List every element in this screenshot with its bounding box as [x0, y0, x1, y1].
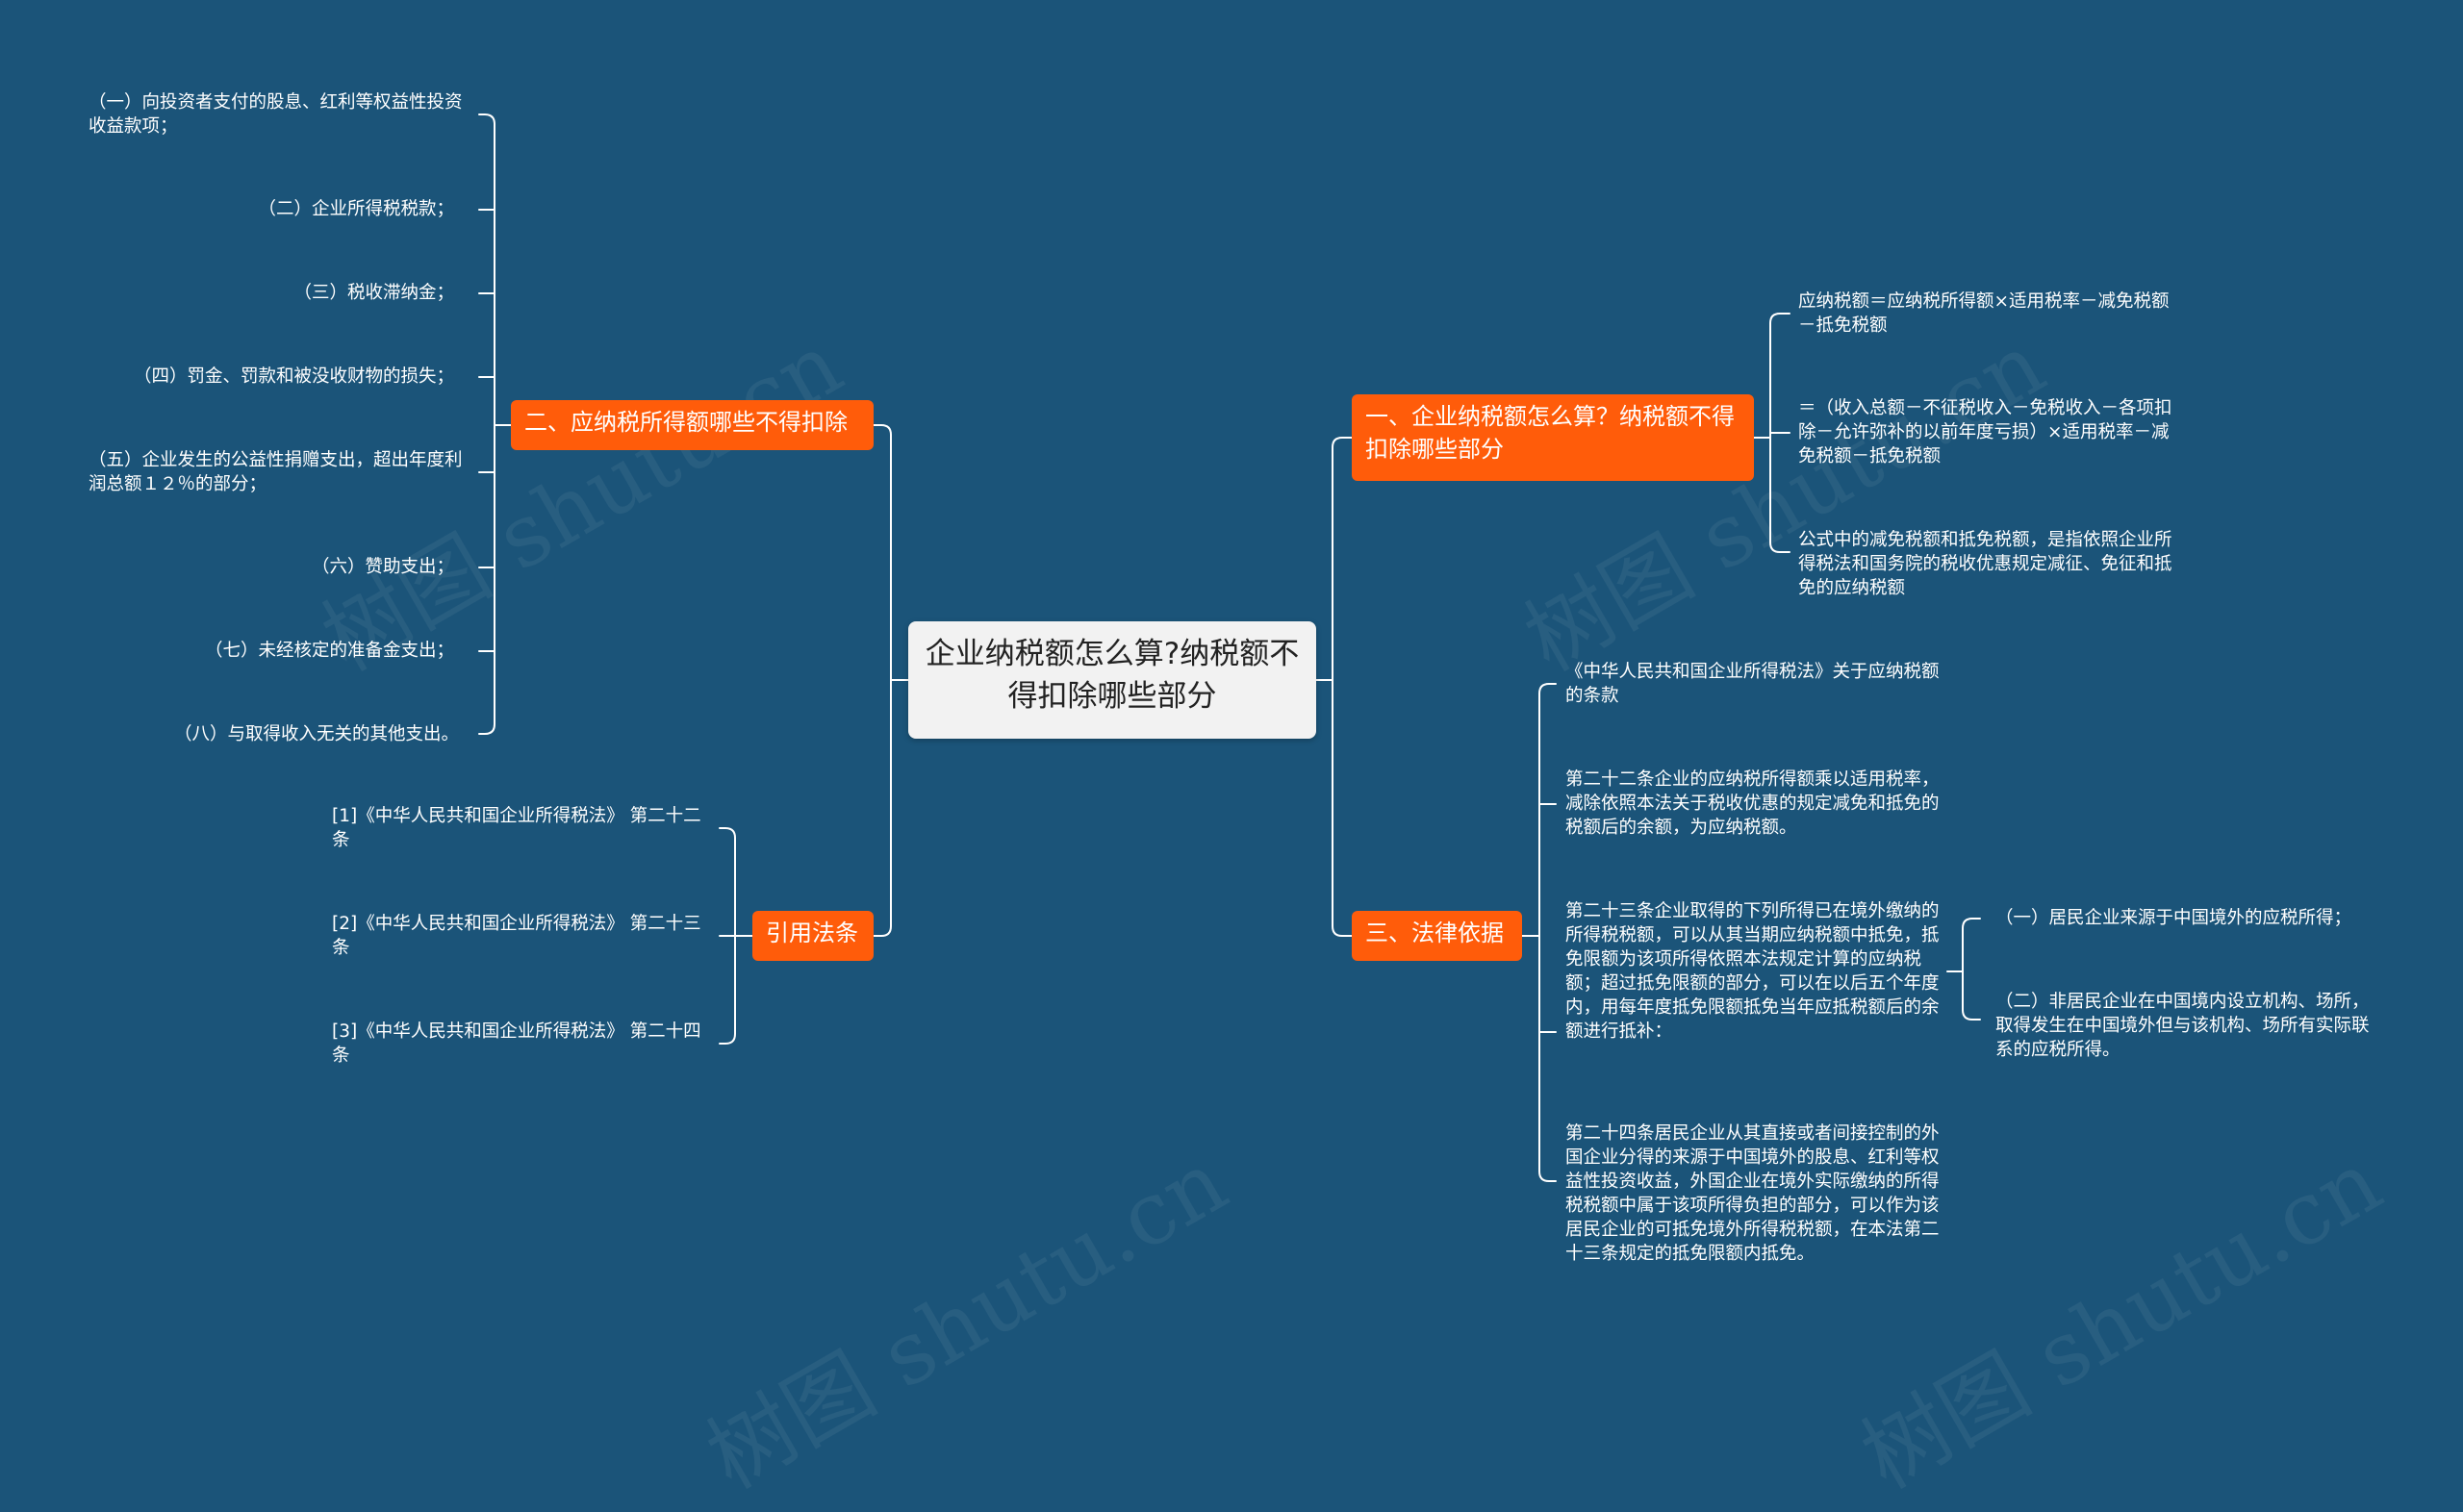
- branch-nondeduct[interactable]: 二、应纳税所得额哪些不得扣除: [511, 400, 874, 450]
- law-item-1: 《中华人民共和国企业所得税法》关于应纳税额的条款: [1565, 662, 1940, 706]
- root-left-bracket: [873, 424, 892, 937]
- connector-lines: [478, 113, 1981, 1182]
- law-item-3: 第二十三条企业取得的下列所得已在境外缴纳的所得税税额，可以从其当期应纳税额中抵免…: [1565, 901, 1940, 1042]
- branch-refs[interactable]: 引用法条: [752, 911, 874, 961]
- calc-item-3: 公式中的减免税额和抵免税额，是指依照企业所得税法和国务院的税收优惠规定减征、免征…: [1798, 530, 2172, 598]
- branch-law[interactable]: 三、法律依据: [1352, 911, 1522, 961]
- law-sub-bracket: [1962, 918, 1981, 1021]
- law-item-2: 第二十二条企业的应纳税所得额乘以适用税率，减除依照本法关于税收优惠的规定减免和抵…: [1565, 769, 1940, 838]
- law-subitem-2: （二）非居民企业在中国境内设立机构、场所，取得发生在中国境外但与该机构、场所有实…: [1995, 992, 2370, 1060]
- nondeduct-item-7: （七）未经核定的准备金支出；: [204, 641, 454, 661]
- nondeduct-item-5: （五）企业发生的公益性捐赠支出，超出年度利润总额１２％的部分；: [89, 450, 463, 494]
- nondeduct-item-1: （一）向投资者支付的股息、红利等权益性投资收益款项；: [89, 92, 463, 137]
- law-subitem-1: （一）居民企业来源于中国境外的应税所得；: [1995, 908, 2352, 928]
- law-bracket: [1538, 683, 1557, 1182]
- branch-calc[interactable]: 一、企业纳税额怎么算？纳税额不得扣除哪些部分: [1352, 394, 1754, 481]
- root-right-bracket: [1332, 437, 1353, 937]
- mind-map: 树图 shutu.cn 树图 shutu.cn 树图 shutu.cn 树图 s…: [89, 92, 2398, 1508]
- ref-item-3: [3]《中华人民共和国企业所得税法》 第二十四条: [332, 1021, 701, 1066]
- root-topic[interactable]: 企业纳税额怎么算?纳税额不得扣除哪些部分: [908, 621, 1316, 739]
- ref-item-1: [1]《中华人民共和国企业所得税法》 第二十二条: [332, 806, 701, 850]
- nondeduct-item-2: （二）企业所得税税款；: [258, 199, 454, 219]
- calc-item-1: 应纳税额＝应纳税所得额×适用税率－减免税额－抵免税额: [1798, 291, 2170, 336]
- nondeduct-item-3: （三）税收滞纳金；: [293, 283, 454, 303]
- nondeduct-item-6: （六）赞助支出；: [311, 557, 454, 577]
- calc-item-2: ＝（收入总额－不征税收入－免税收入－各项扣除－允许弥补的以前年度亏损）×适用税率…: [1798, 398, 2172, 466]
- nondeduct-item-4: （四）罚金、罚款和被没收财物的损失；: [133, 366, 454, 387]
- ref-item-2: [2]《中华人民共和国企业所得税法》 第二十三条: [332, 914, 701, 958]
- nondeduct-bracket: [478, 113, 495, 735]
- law-item-4: 第二十四条居民企业从其直接或者间接控制的外国企业分得的来源于中国境外的股息、红利…: [1565, 1123, 1940, 1264]
- nondeduct-item-8: （八）与取得收入无关的其他支出。: [173, 724, 459, 744]
